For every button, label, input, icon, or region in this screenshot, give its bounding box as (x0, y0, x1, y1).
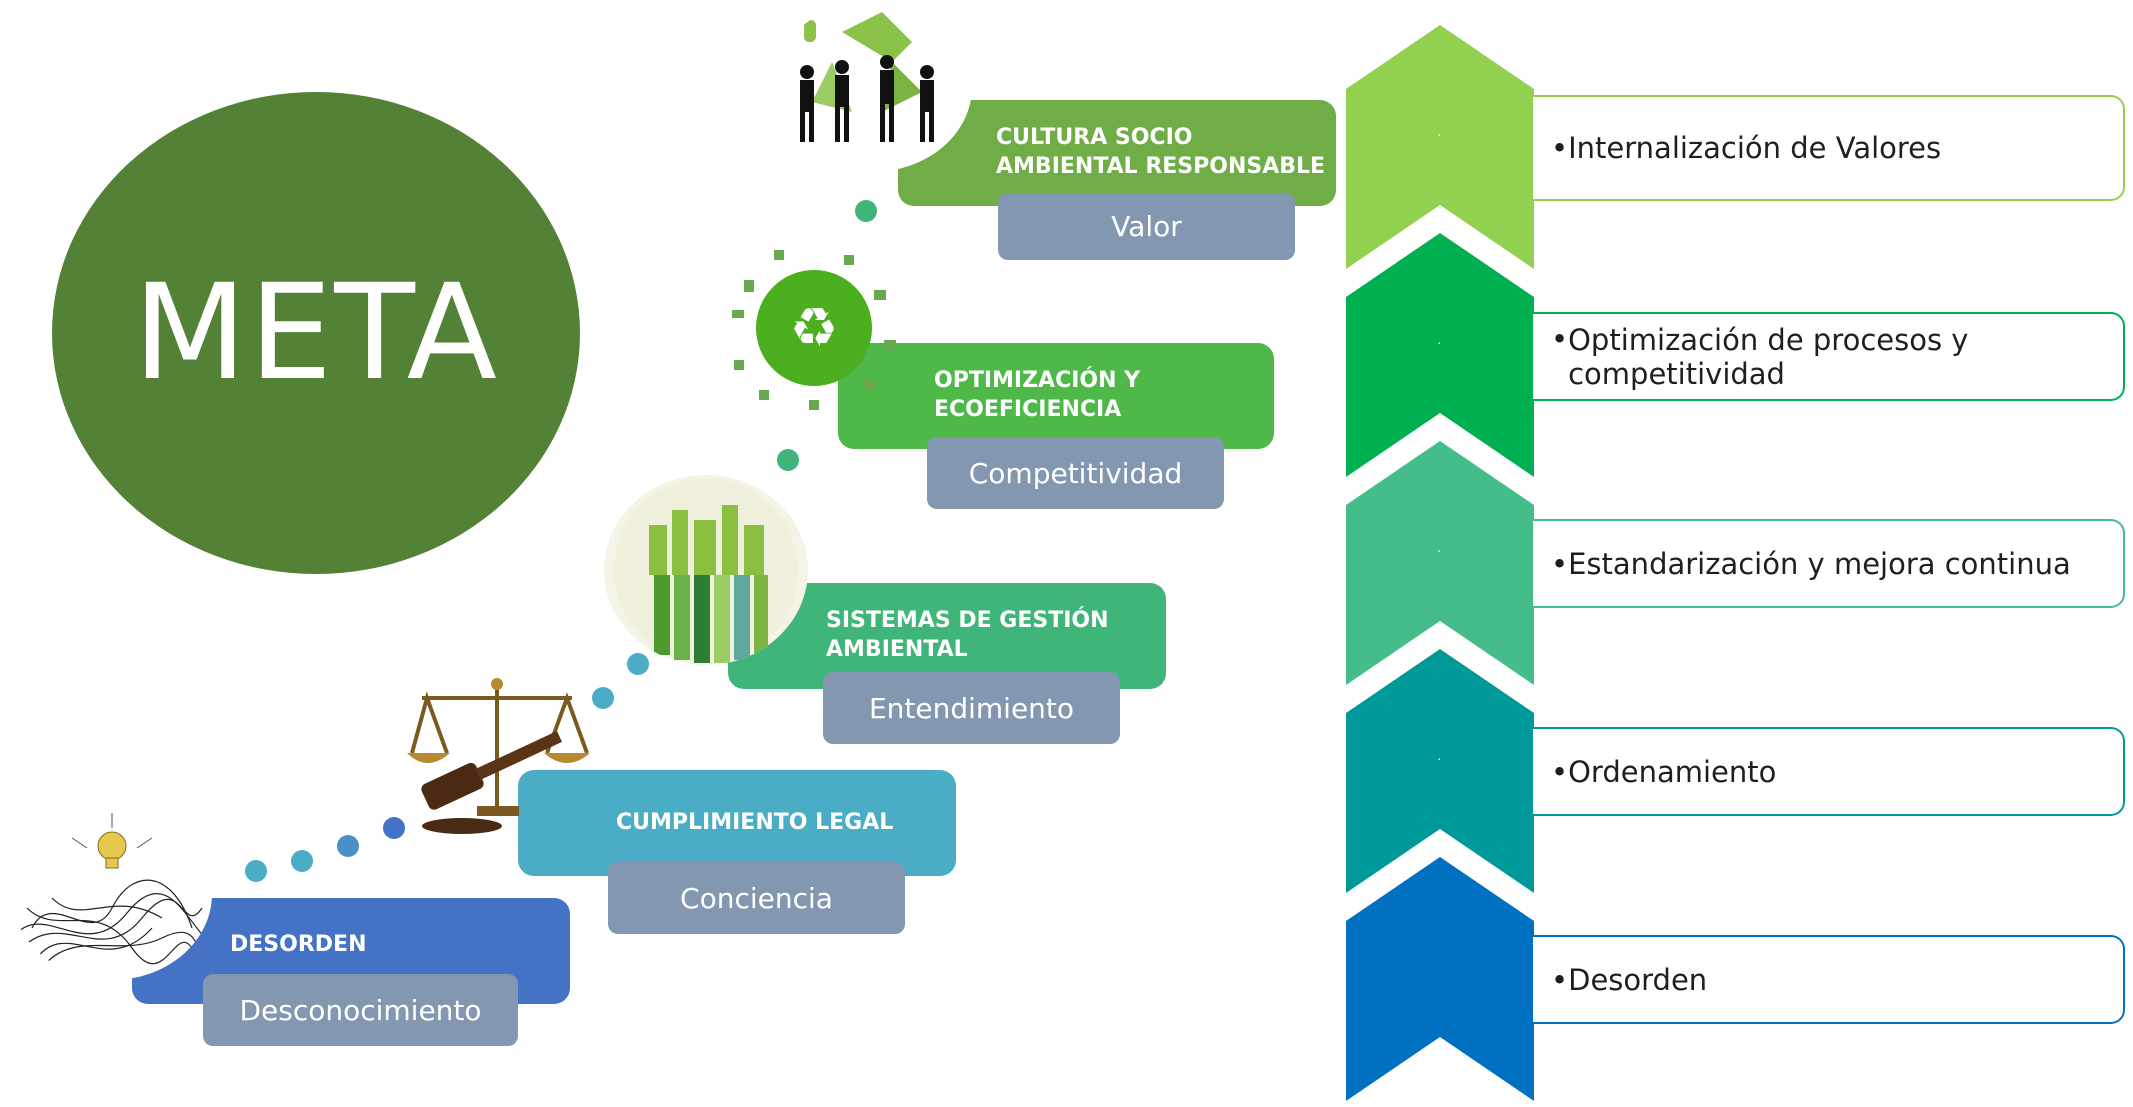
stair-optimizacion-subtitle: Competitividad (927, 437, 1224, 509)
level-box-3: •Estandarización y mejora continua (1533, 519, 2125, 608)
chevron-level-4 (1346, 649, 1534, 893)
people-recycling-icon (772, 2, 972, 172)
stair-sistemas-gestion-title: SISTEMAS DE GESTIÓN AMBIENTAL (826, 608, 1109, 662)
stair-cumplimiento-legal: CUMPLIMIENTO LEGAL (518, 770, 956, 876)
stair-sistemas-gestion-subtitle: Entendimiento (823, 672, 1120, 744)
chevron-level-3 (1346, 441, 1534, 685)
level-text-4: Ordenamiento (1568, 754, 1777, 789)
stair-cultura: CULTURA SOCIO AMBIENTAL RESPONSABLE (898, 100, 1336, 206)
chevron-dot-4: · (1437, 750, 1442, 766)
meta-label: META (133, 256, 499, 410)
level-box-5: •Desorden (1533, 935, 2125, 1024)
chevron-level-2 (1346, 233, 1534, 477)
level-text-5: Desorden (1568, 962, 1708, 997)
level-box-2: •Optimización de procesos y competitivid… (1533, 312, 2125, 401)
recycle-globe-icon: ♻ (714, 240, 914, 415)
level-box-4: •Ordenamiento (1533, 727, 2125, 816)
scales-gavel-icon (392, 668, 610, 838)
stair-desorden-title: DESORDEN (230, 931, 367, 957)
stair-cultura-title: CULTURA SOCIO AMBIENTAL RESPONSABLE (996, 125, 1326, 179)
level-box-1: •Internalización de Valores (1533, 95, 2125, 201)
chevron-dot-2: · (1437, 334, 1442, 350)
level-text-2: Optimización de procesos y competitivida… (1568, 322, 1969, 391)
stair-optimizacion: OPTIMIZACIÓN Y ECOEFICIENCIA (838, 343, 1274, 449)
chevron-level-1 (1346, 25, 1534, 269)
level-bullet: • (1551, 322, 1569, 356)
meta-goal-circle: META (52, 92, 580, 574)
stair-optimizacion-title: OPTIMIZACIÓN Y ECOEFICIENCIA (934, 368, 1141, 422)
chevron-level-5 (1346, 857, 1534, 1101)
tangled-wires-lightbulb-icon (12, 808, 212, 980)
chevron-dot-1: · (1437, 126, 1442, 142)
stair-cultura-subtitle: Valor (998, 193, 1295, 260)
stair-desorden-subtitle: Desconocimiento (203, 974, 518, 1046)
svg-text:♻: ♻ (790, 296, 838, 359)
stair-cumplimiento-legal-title: CUMPLIMIENTO LEGAL (616, 809, 894, 835)
level-bullet: • (1551, 962, 1569, 997)
level-bullet: • (1551, 754, 1569, 789)
level-text-1: Internalización de Valores (1568, 131, 1942, 165)
green-city-icon (604, 475, 808, 665)
level-bullet: • (1551, 546, 1569, 581)
level-text-3: Estandarización y mejora continua (1568, 546, 2071, 581)
level-bullet: • (1551, 131, 1569, 165)
stair-cumplimiento-legal-subtitle: Conciencia (608, 862, 905, 934)
chevron-dot-3: · (1437, 542, 1442, 558)
